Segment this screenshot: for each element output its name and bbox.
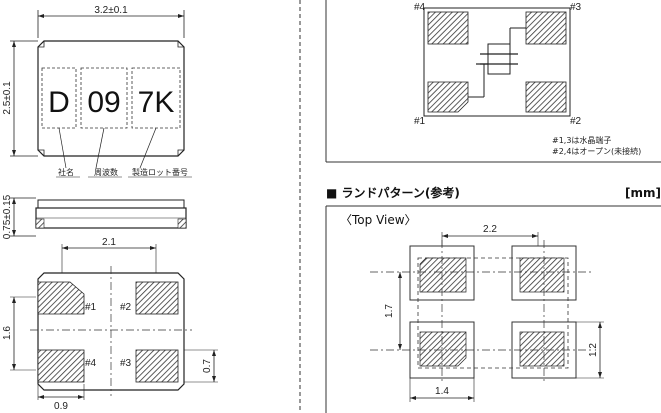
land-pattern-title: ■ ランドパターン(参考) xyxy=(326,185,460,200)
bottom-pin-1-label: #1 xyxy=(85,302,97,313)
land-view-label: 〈Top View〉 xyxy=(340,213,417,227)
legend-frequency: 周波数 xyxy=(94,167,118,177)
pitch-x-dimension: 2.1 xyxy=(102,237,116,248)
pitch-y-dimension: 1.6 xyxy=(2,326,13,340)
pad-2 xyxy=(135,281,179,315)
schematic-note-2: #2,4はオープン(未接続) xyxy=(552,146,641,156)
pad-4 xyxy=(37,349,85,383)
land-pad-width-dimension: 1.4 xyxy=(435,386,449,397)
thickness-dimension: 0.75±0.15 xyxy=(2,194,13,239)
land-pattern-section: ■ ランドパターン(参考) [mm] 〈Top View〉 2.2 xyxy=(325,185,661,413)
marking-company: D xyxy=(48,86,70,119)
bottom-pin-2-label: #2 xyxy=(120,302,132,313)
schematic-pin-3-label: #3 xyxy=(570,2,582,13)
pad-width-dimension: 0.9 xyxy=(54,401,68,412)
side-view: 0.75±0.15 xyxy=(2,194,187,239)
height-dimension: 2.5±0.1 xyxy=(2,81,13,115)
pad-3 xyxy=(135,349,179,383)
land-pitch-y-dimension: 1.7 xyxy=(384,304,395,318)
land-pad-height-dimension: 1.2 xyxy=(588,343,599,357)
marking-frequency: 09 xyxy=(87,86,120,119)
top-view: 3.2±0.1 2.5±0.1 D 09 7K 社名 周波数 製造ロット番号 xyxy=(2,5,192,178)
schematic-view: #4 #3 #1 #2 #1,3は水晶端子 #2,4はオープン(未接続) xyxy=(325,0,661,163)
legend-lot: 製造ロット番号 xyxy=(132,167,188,177)
pad-height-dimension: 0.7 xyxy=(202,359,213,373)
schematic-pin-4-label: #4 xyxy=(414,2,426,13)
bottom-pin-3-label: #3 xyxy=(120,358,132,369)
legend-company: 社名 xyxy=(58,167,74,177)
schematic-note-1: #1,3は水晶端子 xyxy=(552,135,611,145)
land-pitch-x-dimension: 2.2 xyxy=(483,224,497,235)
pad-1 xyxy=(37,281,85,315)
bottom-view: 2.1 1.6 #1 #2 #3 #4 0.7 0 xyxy=(2,237,218,412)
schematic-pin-2-label: #2 xyxy=(570,116,582,127)
crystal-symbol xyxy=(487,43,511,75)
bottom-pin-4-label: #4 xyxy=(85,358,97,369)
schematic-pin-1-label: #1 xyxy=(414,116,426,127)
land-pattern-unit: [mm] xyxy=(625,186,661,200)
marking-lot: 7K xyxy=(138,86,175,119)
width-dimension: 3.2±0.1 xyxy=(94,5,128,16)
